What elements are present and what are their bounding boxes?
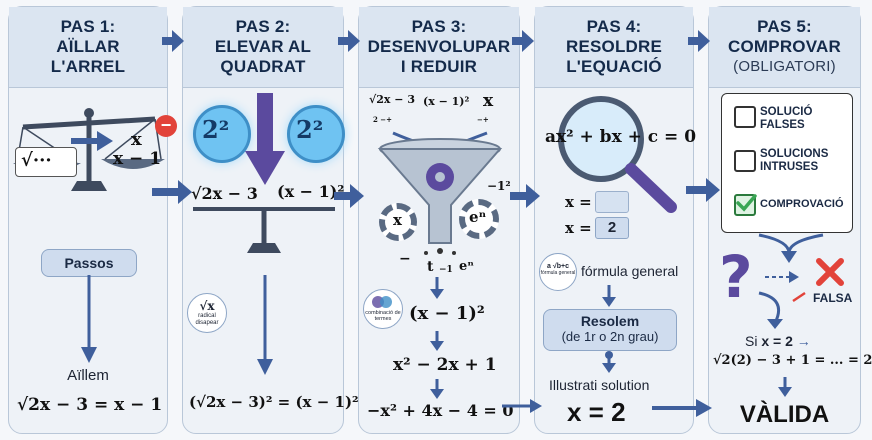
scale-right-top: x bbox=[131, 129, 142, 150]
step-5-header: PAS 5: COMPROVAR (OBLIGATORI) bbox=[709, 7, 860, 88]
step-2-title: PAS 2: ELEVAR AL QUADRAT bbox=[214, 17, 312, 76]
check-label-1: SOLUCIÓ FALSES bbox=[760, 106, 813, 131]
x-value-box: 2 bbox=[595, 217, 629, 239]
under-t-sub: −1 bbox=[439, 265, 453, 275]
step-4-header: PAS 4: RESOLDRE L'EQUACIÓ bbox=[535, 7, 693, 88]
scale-left-label: √··· bbox=[21, 150, 52, 171]
step-3-line-3: −x² + 4x − 4 = 0 bbox=[367, 401, 514, 420]
step-2-equation: (√2x − 3)² = (x − 1)² bbox=[189, 393, 359, 411]
combo-badge-icon: combinació de termes bbox=[363, 289, 403, 329]
sqrt-box bbox=[15, 147, 77, 177]
header-arrow-1-icon bbox=[162, 30, 184, 52]
step-4-title: PAS 4: RESOLDRE L'EQUACIÓ bbox=[565, 17, 663, 76]
funnel-in-square: (x − 1)² bbox=[423, 95, 470, 108]
gear-en-icon bbox=[459, 199, 499, 239]
gear-x-label: x bbox=[393, 211, 402, 229]
exp-minus-label: −1² bbox=[487, 179, 511, 193]
funnel-in-sqrt: √2x − 3 bbox=[369, 93, 415, 106]
valid-label: VÀLIDA bbox=[739, 401, 830, 428]
scale-right-bottom: x − 1 bbox=[113, 149, 162, 169]
step-2-header: PAS 2: ELEVAR AL QUADRAT bbox=[183, 7, 343, 88]
falsa-label: FALSA bbox=[813, 291, 853, 305]
down-arrow-icon bbox=[81, 275, 97, 363]
si-line: Si x = 2 → bbox=[745, 333, 811, 349]
red-x-icon bbox=[816, 258, 844, 286]
mid-arrow-4-icon bbox=[686, 178, 720, 202]
passos-pill: Passos bbox=[41, 249, 137, 277]
funnel-tiny-right: −+ bbox=[477, 115, 489, 124]
step-3-line-1: (x − 1)² bbox=[409, 303, 485, 324]
resolem-pill: Resolem (de 1r o 2n grau) bbox=[543, 309, 677, 351]
bulb-right-label: 2² bbox=[296, 115, 324, 144]
step-1-panel: PAS 1: AÏLLAR L'ARREL √··· x x − 1 − Pas… bbox=[8, 6, 177, 434]
down-arrow-5-icon bbox=[778, 377, 792, 397]
lightbulb-right-icon bbox=[287, 105, 345, 163]
step-3-header: PAS 3: DESENVOLUPAR I REDUIR bbox=[359, 7, 519, 88]
header-arrow-2-icon bbox=[338, 30, 360, 52]
branch-arrow-icon bbox=[758, 233, 824, 263]
quadratic-equation: ax² + bx + c = 0 bbox=[545, 127, 697, 147]
step-4-result: x = 2 bbox=[567, 397, 626, 427]
step-1-equation: √2x − 3 = x − 1 bbox=[17, 395, 163, 415]
pan-left-label: √2x − 3 bbox=[191, 184, 258, 203]
minus-badge-icon: − bbox=[155, 115, 177, 137]
magnifier-icon bbox=[558, 96, 677, 213]
checklist-card: SOLUCIÓ FALSES SOLUCIONS INTRUSES COMPRO… bbox=[721, 93, 853, 233]
down-arrow-2-icon bbox=[257, 275, 273, 375]
check-label-3: COMPROVACIÓ bbox=[760, 198, 844, 210]
formula-badge-icon: a √b+c fórmula general bbox=[539, 253, 577, 291]
funnel-tiny-left: 2 −+ bbox=[373, 115, 393, 124]
radical-badge-icon: √x radical disapear bbox=[187, 293, 227, 333]
step-1-header: PAS 1: AÏLLAR L'ARREL bbox=[9, 7, 167, 88]
header-arrow-4-icon bbox=[688, 30, 710, 52]
gear-x-icon bbox=[379, 203, 417, 241]
step-1-title: PAS 1: AÏLLAR L'ARREL bbox=[50, 17, 126, 76]
step-3-line-2: x² − 2x + 1 bbox=[393, 355, 497, 375]
mid-arrow-1-icon bbox=[152, 180, 192, 204]
x-label-2: x = bbox=[565, 219, 592, 237]
pan-right-label: (x − 1)² bbox=[277, 182, 345, 201]
under-minus: − bbox=[399, 251, 411, 267]
x-empty-box bbox=[595, 191, 629, 213]
step-5-panel: PAS 5: COMPROVAR (OBLIGATORI) SOLUCIÓ FA… bbox=[708, 6, 872, 434]
question-mark-icon: ? bbox=[719, 243, 753, 311]
dashed-arrow-icon bbox=[765, 271, 799, 283]
down-arrow-4a-icon bbox=[602, 285, 616, 307]
down-arrow-3c-icon bbox=[430, 379, 444, 399]
mid-arrow-2-icon bbox=[334, 184, 364, 208]
formula-label: fórmula general bbox=[581, 263, 679, 279]
step-3-panel: PAS 3: DESENVOLUPAR I REDUIR √2x − 3 (x … bbox=[358, 6, 520, 434]
balance-scale-2-icon bbox=[193, 207, 335, 253]
step-5-check-equation: √2(2) − 3 + 1 = ... = 2 bbox=[713, 353, 872, 368]
down-arrow-4b-icon bbox=[602, 351, 616, 373]
checkbox-intrusive-solutions[interactable] bbox=[734, 150, 756, 172]
gear-en-label: eⁿ bbox=[469, 208, 487, 226]
bottom-arrow-4-icon bbox=[652, 399, 712, 417]
big-down-arrow-icon bbox=[245, 93, 285, 185]
step-5-title: PAS 5: COMPROVAR (OBLIGATORI) bbox=[728, 17, 841, 75]
checkbox-false-solutions[interactable] bbox=[734, 106, 756, 128]
pencil-mark-icon bbox=[792, 291, 806, 303]
check-label-2: SOLUCIONS INTRUSES bbox=[760, 148, 829, 173]
curved-arrow-icon bbox=[758, 291, 783, 329]
down-arrow-3b-icon bbox=[430, 331, 444, 351]
step-2-panel: PAS 2: ELEVAR AL QUADRAT 2² 2² √2x − 3 (… bbox=[182, 6, 359, 434]
step-3-title: PAS 3: DESENVOLUPAR I REDUIR bbox=[367, 17, 511, 76]
down-arrow-3a-icon bbox=[430, 277, 444, 299]
header-arrow-3-icon bbox=[512, 30, 534, 52]
under-en: eⁿ bbox=[459, 259, 475, 274]
mid-arrow-3-icon bbox=[510, 184, 540, 208]
step-1-caption: Aïllem bbox=[67, 367, 109, 384]
funnel-in-x: x bbox=[483, 91, 494, 111]
checkmark-icon bbox=[736, 194, 757, 212]
under-t: t bbox=[427, 259, 434, 275]
funnel-icon bbox=[377, 131, 503, 255]
step-4-panel: PAS 4: RESOLDRE L'EQUACIÓ ax² + bx + c =… bbox=[534, 6, 697, 434]
lightbulb-left-icon bbox=[193, 105, 251, 163]
bottom-arrow-3-icon bbox=[502, 399, 542, 413]
x-label-1: x = bbox=[565, 193, 592, 211]
illustrated-label: Illustrati solution bbox=[549, 377, 650, 393]
bulb-left-label: 2² bbox=[202, 115, 230, 144]
